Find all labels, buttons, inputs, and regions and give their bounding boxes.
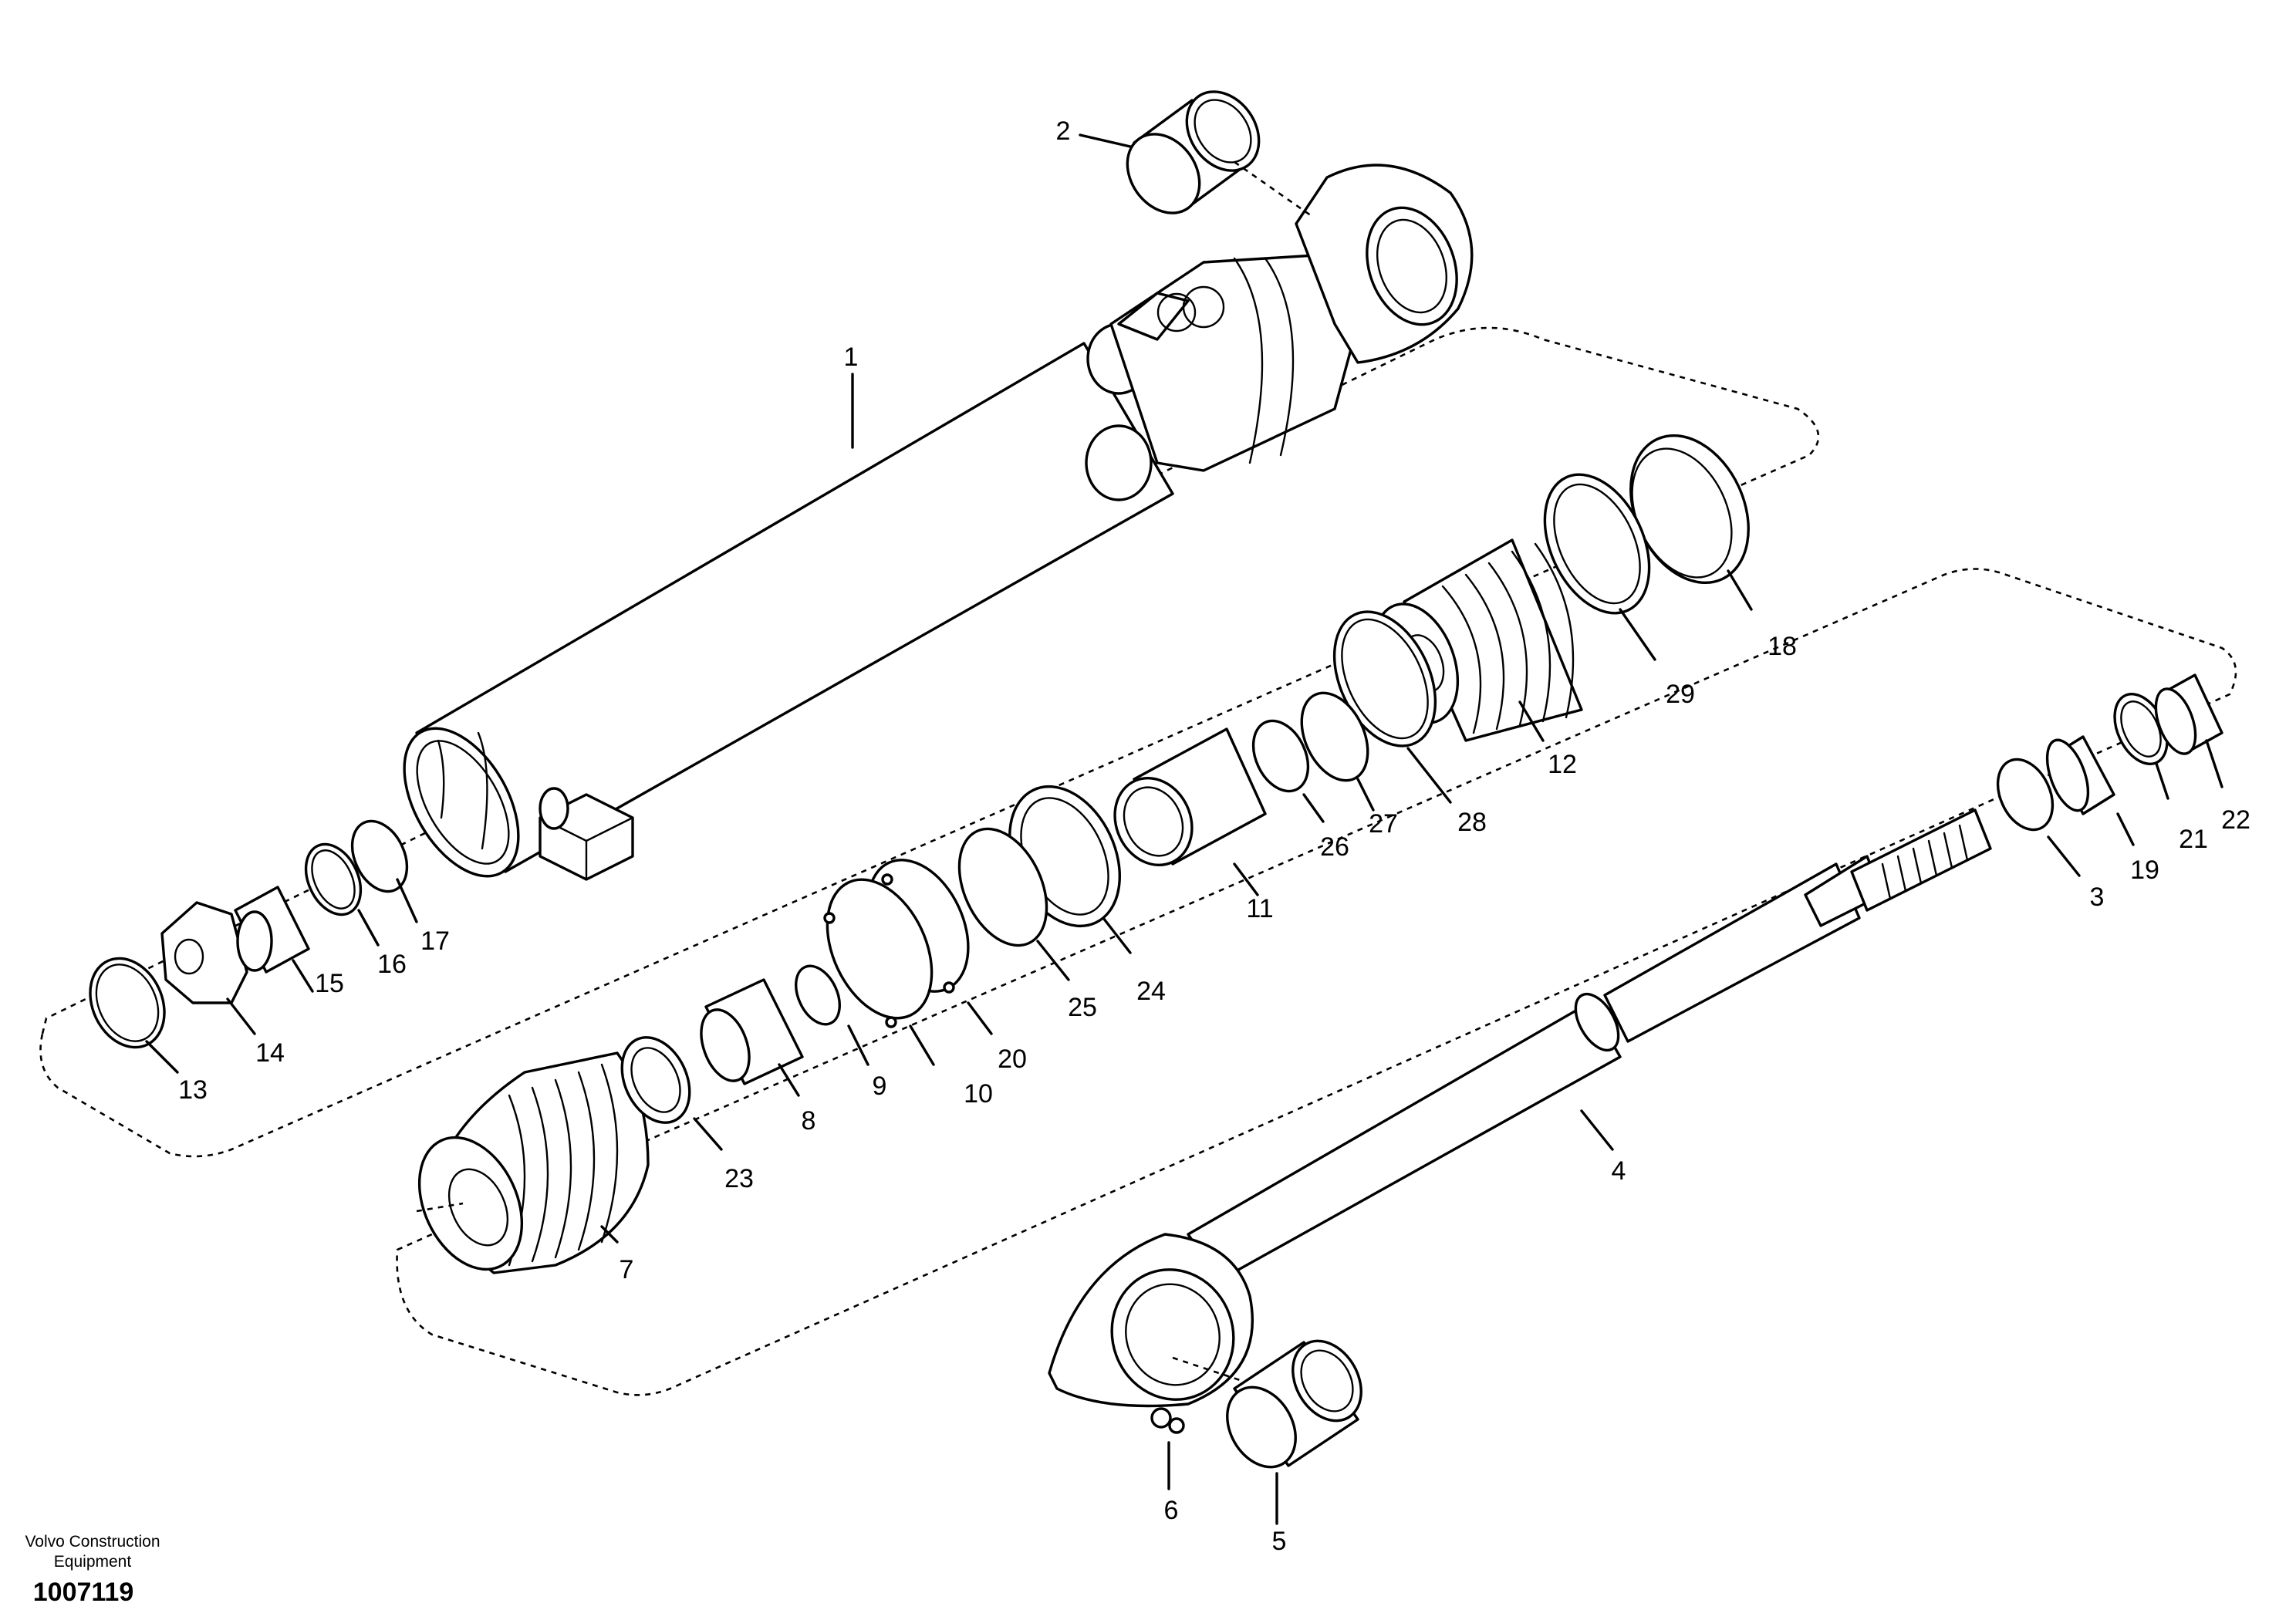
callout-1: 1 (844, 343, 859, 372)
callout-5: 5 (1272, 1527, 1287, 1556)
callout-2: 2 (1056, 116, 1071, 146)
group-outline-upper (39, 326, 1820, 1158)
callout-10: 10 (964, 1079, 993, 1109)
ring-9 (795, 964, 841, 1026)
callout-17: 17 (420, 926, 450, 956)
callout-6: 6 (1164, 1496, 1179, 1525)
callout-9: 9 (873, 1072, 887, 1101)
seal-rings (89, 434, 2223, 1124)
callout-28: 28 (1457, 808, 1487, 837)
callout-8: 8 (802, 1106, 816, 1136)
drawing-number: 1007119 (32, 1578, 134, 1607)
callout-14: 14 (255, 1038, 285, 1068)
callout-22: 22 (2221, 805, 2250, 835)
ring-13 (89, 957, 166, 1049)
bushing-bottom (1172, 1339, 1362, 1469)
callout-13: 13 (178, 1075, 208, 1105)
callout-labels: 1 2 3 4 5 6 7 8 9 10 11 12 13 14 15 16 1… (178, 116, 2250, 1556)
ring-29 (1543, 473, 1651, 615)
bushing-top (1126, 90, 1312, 218)
ring-16 (304, 842, 363, 916)
callout-27: 27 (1369, 809, 1398, 839)
ring-14 (160, 901, 248, 1004)
callout-12: 12 (1548, 750, 1577, 779)
cylinder-head (416, 1051, 650, 1274)
cylinder-tube (403, 164, 1474, 881)
ring-27 (1300, 691, 1369, 782)
callout-3: 3 (2090, 883, 2105, 912)
piston-rod (1048, 808, 1992, 1408)
ring-17 (350, 819, 409, 893)
callout-16: 16 (377, 950, 407, 979)
callout-21: 21 (2179, 825, 2208, 854)
grease-nipple (1150, 1407, 1185, 1434)
ring-3 (1996, 758, 2055, 832)
company-name-line2: Equipment (53, 1553, 132, 1571)
ring-25 (957, 827, 1048, 947)
spacer-sleeve (1113, 727, 1267, 867)
callout-19: 19 (2130, 856, 2159, 885)
callout-20: 20 (998, 1045, 1027, 1074)
group-outline-lower (396, 568, 2237, 1396)
leader-lines (145, 133, 2223, 1525)
callout-26: 26 (1320, 832, 1349, 862)
callout-11: 11 (1246, 894, 1273, 923)
callout-7: 7 (620, 1255, 634, 1284)
company-name-line1: Volvo Construction (25, 1533, 160, 1551)
ring-26 (1251, 719, 1310, 793)
callout-29: 29 (1666, 680, 1695, 709)
ring-10 (826, 878, 934, 1020)
callout-18: 18 (1768, 632, 1797, 661)
callout-24: 24 (1136, 977, 1166, 1006)
ring-23 (620, 1036, 691, 1124)
ring-28 (1332, 610, 1437, 748)
callout-23: 23 (724, 1164, 754, 1193)
callout-25: 25 (1068, 993, 1097, 1022)
callout-4: 4 (1612, 1156, 1626, 1186)
callout-15: 15 (315, 969, 344, 998)
